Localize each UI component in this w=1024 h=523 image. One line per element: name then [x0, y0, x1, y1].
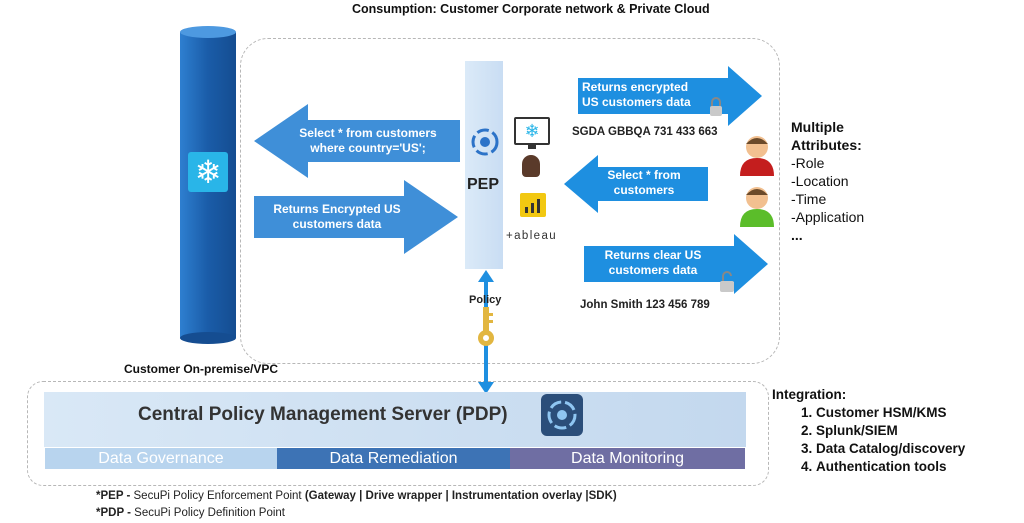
tab-data-governance: Data Governance: [45, 448, 277, 469]
page-title: Consumption: Customer Corporate network …: [352, 2, 710, 16]
attribute-item: -Time: [791, 191, 827, 207]
clear-record: John Smith 123 456 789: [580, 299, 710, 311]
query-arrow-label: Select * from customers where country='U…: [299, 126, 437, 155]
tool-icon: [522, 155, 540, 177]
query-arrow: [254, 104, 460, 178]
footnote-pep-def: SecuPi Policy Enforcement Point: [130, 490, 305, 502]
person-icon: [740, 136, 774, 176]
tableau-logo: +ableau: [506, 230, 558, 242]
attributes-panel: Multiple Attributes: -Role -Location -Ti…: [791, 118, 864, 244]
pdp-server-block: [44, 392, 746, 447]
onprem-label: Customer On-premise/VPC: [124, 362, 279, 376]
select-arrow: [564, 155, 708, 213]
footnote-pdp-def: SecuPi Policy Definition Point: [130, 507, 286, 519]
person-icon: [740, 187, 774, 227]
attribute-item: ...: [791, 227, 803, 243]
powerbi-icon: [520, 193, 546, 217]
returns-clear-label: Returns clear US customers data: [604, 248, 702, 277]
footnote-pep: *PEP - SecuPi Policy Enforcement Point (…: [96, 490, 617, 502]
monitor-snowflake-icon: ❄: [514, 117, 550, 145]
attribute-item: -Application: [791, 209, 865, 225]
footnote-pdp: *PDP - SecuPi Policy Definition Point: [96, 507, 285, 519]
select-arrow-label: Select * from customers: [607, 168, 681, 197]
pep-label: PEP: [467, 176, 500, 193]
encrypted-return-label: Returns Encrypted US customers data: [273, 202, 401, 231]
returns-encrypted-label: Returns encrypted US customers data: [582, 80, 691, 109]
cloud-zone: [240, 38, 780, 364]
footnote-pep-list: (Gateway | Drive wrapper | Instrumentati…: [304, 490, 617, 502]
monitor-stand: [528, 145, 536, 149]
integration-item: Authentication tools: [816, 458, 965, 476]
integration-item: Customer HSM/KMS: [816, 404, 965, 422]
pep-shield-icon: [471, 128, 499, 156]
tab-data-monitoring: Data Monitoring: [510, 448, 745, 469]
tab-data-remediation: Data Remediation: [277, 448, 510, 469]
footnote-pdp-abbr: *PDP -: [96, 507, 131, 519]
attribute-item: -Location: [791, 173, 849, 189]
footnote-pep-abbr: *PEP -: [96, 490, 131, 502]
encrypted-record: SGDA GBBQA 731 433 663: [572, 126, 718, 138]
integration-panel: Integration: Customer HSM/KMS Splunk/SIE…: [772, 386, 965, 476]
snowflake-icon: ❄: [188, 152, 228, 192]
onprem-zone: [27, 381, 769, 486]
attribute-item: -Role: [791, 155, 825, 171]
pdp-shield-icon: [541, 394, 583, 436]
integration-item: Splunk/SIEM: [816, 422, 965, 440]
attributes-title-line2: Attributes:: [791, 137, 862, 153]
unlock-icon: [720, 271, 734, 292]
policy-label: Policy: [469, 294, 502, 306]
key-icon: [478, 307, 494, 346]
encrypted-return-arrow: [254, 180, 458, 254]
attributes-title-line1: Multiple: [791, 119, 844, 135]
integration-title: Integration:: [772, 387, 847, 402]
pep-column: [465, 61, 503, 269]
lock-icon: [710, 97, 722, 116]
pdp-title: Central Policy Management Server (PDP): [138, 404, 508, 425]
integration-item: Data Catalog/discovery: [816, 440, 965, 458]
